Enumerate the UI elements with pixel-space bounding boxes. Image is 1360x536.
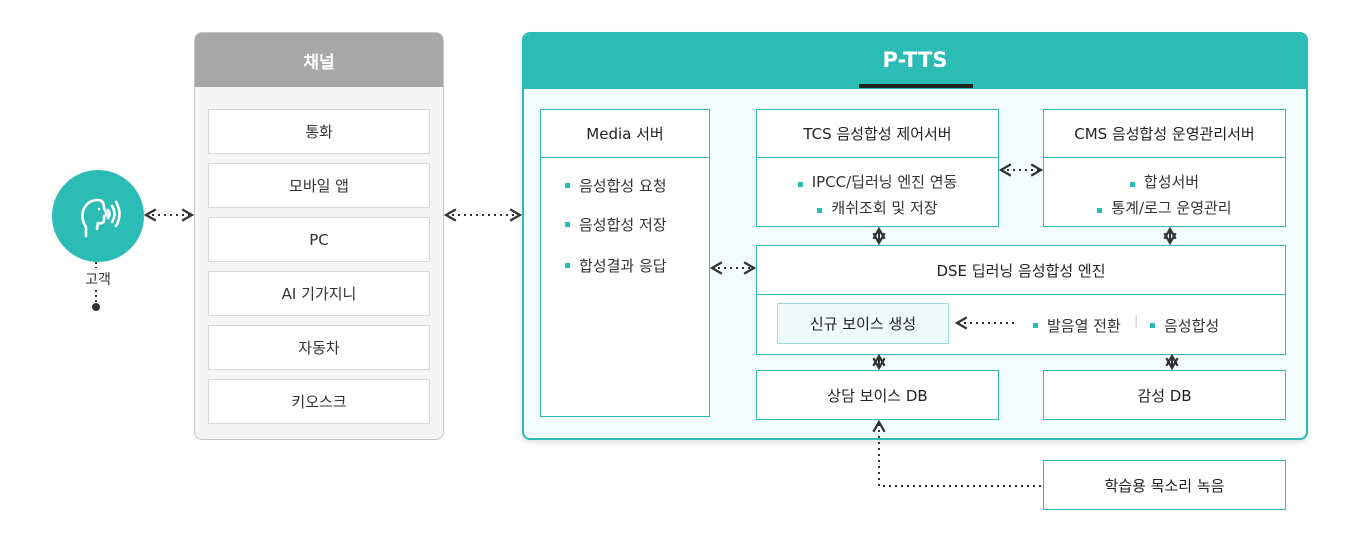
customer-dot — [92, 303, 100, 311]
tcs-item-ipcc: IPCC/딥러닝 엔진 연동 — [757, 171, 998, 192]
media-item-response: 합성결과 응답 — [565, 255, 667, 276]
media-server-title: Media 서버 — [541, 110, 709, 158]
customer-icon-circle — [52, 170, 144, 262]
media-item-request: 음성합성 요청 — [565, 175, 667, 196]
ptts-title: P-TTS — [882, 48, 948, 72]
tcs-item-cache: 캐쉬조회 및 저장 — [757, 197, 998, 218]
emotion-db: 감성 DB — [1043, 370, 1286, 420]
channel-header: 채널 — [195, 33, 443, 87]
cms-server-title: CMS 음성합성 운영관리서버 — [1044, 110, 1285, 158]
ptts-title-underline — [859, 84, 973, 88]
new-voice-box: 신규 보이스 생성 — [777, 303, 949, 344]
cms-item-synth-server: 합성서버 — [1044, 171, 1285, 192]
training-voice-recording: 학습용 목소리 녹음 — [1043, 460, 1286, 510]
media-item-store: 음성합성 저장 — [565, 214, 667, 235]
dse-engine-title: DSE 딥러닝 음성합성 엔진 — [757, 246, 1285, 295]
channel-item-car: 자동차 — [208, 325, 430, 370]
cms-server-box: CMS 음성합성 운영관리서버 합성서버 통계/로그 운영관리 — [1043, 109, 1286, 227]
ptts-header — [524, 34, 1306, 89]
dse-function-separator: | — [1134, 314, 1139, 329]
dse-function-synthesis: 음성합성 — [1150, 315, 1219, 336]
channel-item-kiosk: 키오스크 — [208, 379, 430, 424]
customer-label: 고객 — [85, 272, 111, 288]
channel-item-ai-genie: AI 기가지니 — [208, 271, 430, 316]
channel-panel: 채널 통화 모바일 앱 PC AI 기가지니 자동차 키오스크 — [194, 32, 444, 440]
dse-function-pronunciation: 발음열 전환 — [1033, 315, 1121, 336]
channel-item-mobile-app: 모바일 앱 — [208, 163, 430, 208]
tcs-server-title: TCS 음성합성 제어서버 — [757, 110, 998, 158]
tcs-server-box: TCS 음성합성 제어서버 IPCC/딥러닝 엔진 연동 캐쉬조회 및 저장 — [756, 109, 999, 227]
dse-engine-box: DSE 딥러닝 음성합성 엔진 신규 보이스 생성 발음열 전환 | 음성합성 — [756, 245, 1286, 355]
cms-item-stats-log: 통계/로그 운영관리 — [1044, 197, 1285, 218]
channel-item-pc: PC — [208, 217, 430, 262]
counsel-voice-db: 상담 보이스 DB — [756, 370, 999, 420]
channel-item-call: 통화 — [208, 109, 430, 154]
media-server-box: Media 서버 음성합성 요청 음성합성 저장 합성결과 응답 — [540, 109, 710, 417]
speaking-person-icon — [81, 198, 121, 238]
